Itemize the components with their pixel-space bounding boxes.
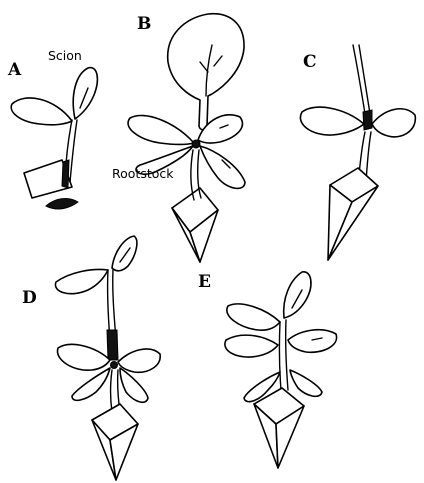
panel-d-seedling (55, 236, 160, 480)
panel-a-removed-root (46, 199, 78, 209)
panel-e-letter: E (198, 274, 211, 291)
scion-label: Scion (48, 50, 82, 63)
panel-e-stem (279, 322, 281, 390)
panel-d-graft-union (107, 330, 118, 360)
panel-e-lower-right-leaf (290, 370, 322, 396)
panel-c-letter: C (303, 54, 317, 71)
panel-e-upper-left-leaf (227, 304, 280, 330)
panel-e-mid-left-leaf (225, 335, 278, 357)
panel-c-scion-stem (353, 45, 366, 120)
rootstock-label: Rootstock (112, 168, 174, 181)
panel-d-right-cotyledon (118, 349, 160, 372)
panel-a-letter: A (8, 62, 21, 79)
panel-e-mid-right-leaf (288, 330, 337, 353)
panel-d-letter: D (22, 290, 37, 307)
panel-d-soil-plug (92, 404, 138, 480)
panel-b-letter: B (137, 16, 151, 33)
panel-b-true-leaf (168, 14, 244, 130)
panel-b-right-cotyledon (200, 146, 245, 188)
panel-c-right-cotyledon (372, 109, 415, 137)
panel-c-left-cotyledon (300, 107, 364, 135)
panel-c-soil-plug (328, 168, 378, 260)
panel-d-scion-left-leaf (55, 270, 108, 294)
panel-d-left-cotyledon (57, 344, 110, 370)
panel-c-graft-union (363, 110, 372, 130)
panel-d-scion-right-leaf (112, 236, 137, 271)
panel-e-upper-right-leaf (284, 272, 311, 318)
panel-b-soil-plug (172, 188, 218, 262)
panel-d-lower-left-cotyledon (72, 368, 110, 400)
panel-d-apex (111, 362, 118, 369)
panel-a-left-cotyledon (11, 98, 72, 125)
panel-c-seedling (300, 45, 415, 260)
panel-d-stem (111, 370, 113, 412)
panel-b-apex (192, 140, 200, 148)
panel-e-seedling (225, 272, 337, 468)
panel-b-left-cotyledon (128, 116, 194, 145)
panel-d-lower-right-cotyledon (120, 368, 148, 402)
panel-a-graft-cut (62, 160, 69, 188)
panel-b-seedling (128, 14, 245, 262)
panel-a-seedling (11, 68, 97, 209)
panel-e-soil-plug (254, 388, 304, 468)
